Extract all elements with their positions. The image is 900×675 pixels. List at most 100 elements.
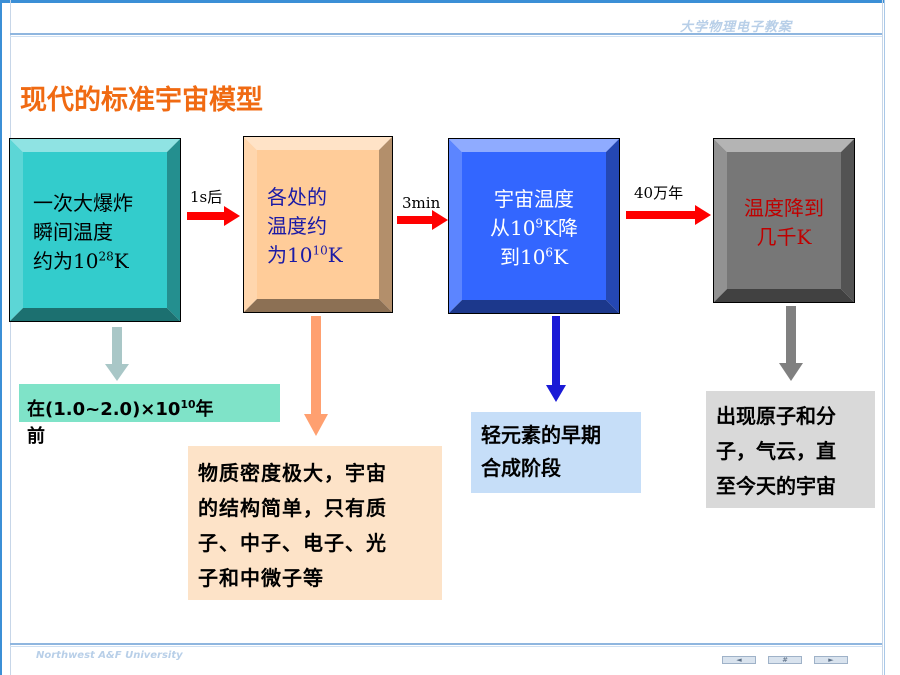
transition-label-1s: 1s后: [190, 188, 223, 206]
bevel-face: [462, 152, 606, 300]
frame-top-border: [0, 0, 900, 3]
stage-text: 宇宙温度从109K降到106K: [448, 138, 620, 314]
superscript: 9: [535, 215, 544, 230]
text-segment: K: [553, 244, 569, 269]
bevel-face: [23, 152, 167, 308]
note-atoms-molecules: 出现原子和分子，气云，直至今天的宇宙: [706, 391, 875, 508]
bevel-left: [448, 138, 462, 314]
transition-label-3min: 3min: [402, 194, 441, 212]
text-line: 一次大爆炸: [33, 187, 181, 216]
text-line: 温度约: [267, 210, 393, 239]
bevel-face: [727, 152, 841, 289]
stage-text: 各处的温度约为1010K: [243, 136, 393, 313]
header-org-text: 大学物理电子教案: [680, 20, 793, 35]
text-segment: 从10: [489, 215, 536, 240]
text-segment: 子，气云，直: [716, 439, 836, 463]
text-segment: 在(1.0~2.0)×10: [27, 399, 181, 420]
bevel-top: [243, 136, 393, 150]
text-line: 子，气云，直: [716, 434, 875, 469]
bevel-face: [257, 150, 379, 299]
stage-box-big-bang: 一次大爆炸瞬间温度约为1028K: [9, 138, 181, 322]
text-line: 前: [27, 423, 213, 450]
text-line: 到106K: [500, 241, 568, 270]
text-segment: K: [327, 243, 343, 267]
bevel-frame: [243, 136, 393, 313]
text-segment: 轻元素的早期: [481, 423, 601, 447]
bevel-left: [9, 138, 23, 322]
text-segment: 温度约: [267, 214, 327, 238]
down-arrow-2: [304, 316, 328, 436]
bevel-frame: [9, 138, 181, 322]
bevel-outline: [713, 138, 855, 303]
stage-text: 温度降到几千K: [713, 138, 855, 303]
stage-box-3min: 宇宙温度从109K降到106K: [448, 138, 620, 314]
transition-label-400k-years: 40万年: [634, 184, 684, 202]
text-segment: K: [113, 248, 129, 273]
red-arrow-1: [187, 206, 240, 226]
bevel-outline: [9, 138, 181, 322]
nav-next-button[interactable]: ►: [814, 656, 848, 664]
red-arrow-3: [626, 205, 711, 225]
stage-box-400k-years: 温度降到几千K: [713, 138, 855, 303]
red-arrow-2: [397, 210, 448, 230]
superscript: 6: [545, 244, 554, 259]
note-bg-era: [19, 384, 280, 422]
text-line: 在(1.0~2.0)×1010年: [27, 396, 213, 423]
text-segment: K降: [543, 215, 579, 240]
text-line: 温度降到: [744, 192, 824, 221]
superscript: 10: [312, 243, 328, 258]
text-line: 合成阶段: [481, 452, 641, 485]
header-rule: [10, 33, 882, 35]
text-line: 出现原子和分: [716, 399, 875, 434]
text-line: 几千K: [757, 221, 812, 250]
text-segment: 几千K: [756, 224, 812, 249]
text-segment: 为10: [267, 243, 313, 267]
header-rule-thin: [10, 36, 882, 37]
grid-line: [882, 0, 883, 675]
text-line: 至今天的宇宙: [716, 469, 875, 504]
footer-rule-thin: [10, 646, 882, 647]
text-line: 从109K降: [490, 212, 578, 241]
text-segment: 一次大爆炸: [33, 190, 133, 215]
footer-rule: [10, 643, 882, 645]
bevel-bottom: [243, 299, 393, 313]
bevel-outline: [448, 138, 620, 314]
text-segment: 出现原子和分: [716, 404, 836, 428]
text-line: 各处的: [267, 181, 393, 210]
bevel-bottom: [9, 308, 181, 322]
bevel-right: [841, 138, 855, 303]
note-nucleosynthesis: 轻元素的早期合成阶段: [471, 412, 641, 493]
text-segment: 约为10: [33, 248, 99, 273]
frame-right-border: [884, 0, 900, 675]
bevel-right: [379, 136, 393, 313]
superscript: 10: [180, 398, 196, 411]
text-segment: 至今天的宇宙: [716, 474, 836, 498]
stage-box-1s: 各处的温度约为1010K: [243, 136, 393, 313]
text-line: 宇宙温度: [494, 183, 574, 212]
text-line: 轻元素的早期: [481, 419, 641, 452]
bevel-top: [448, 138, 620, 152]
bevel-frame: [448, 138, 620, 314]
grid-line: [10, 0, 11, 675]
text-segment: 到10: [499, 244, 546, 269]
text-segment: 前: [27, 426, 45, 447]
down-arrow-4: [779, 306, 803, 381]
text-segment: 子、中子、电子、光: [198, 531, 387, 555]
nav-home-button[interactable]: #: [768, 656, 802, 664]
text-line: 物质密度极大，宇宙: [198, 456, 442, 491]
bevel-top: [713, 138, 855, 152]
text-segment: 温度降到: [744, 195, 824, 220]
text-line: 瞬间温度: [33, 216, 181, 245]
text-line: 的结构简单，只有质: [198, 491, 442, 526]
slide-title: 现代的标准宇宙模型: [20, 85, 263, 116]
footer-university: Northwest A&F University: [36, 650, 183, 661]
down-arrow-1: [105, 327, 129, 381]
nav-prev-button[interactable]: ◄: [722, 656, 756, 664]
stage-text: 一次大爆炸瞬间温度约为1028K: [9, 138, 181, 322]
text-line: 为1010K: [267, 239, 393, 268]
text-segment: 各处的: [267, 185, 327, 209]
text-segment: 合成阶段: [481, 456, 561, 480]
text-segment: 子和中微子等: [198, 566, 324, 590]
note-early-matter: 物质密度极大，宇宙的结构简单，只有质子、中子、电子、光子和中微子等: [188, 446, 442, 600]
